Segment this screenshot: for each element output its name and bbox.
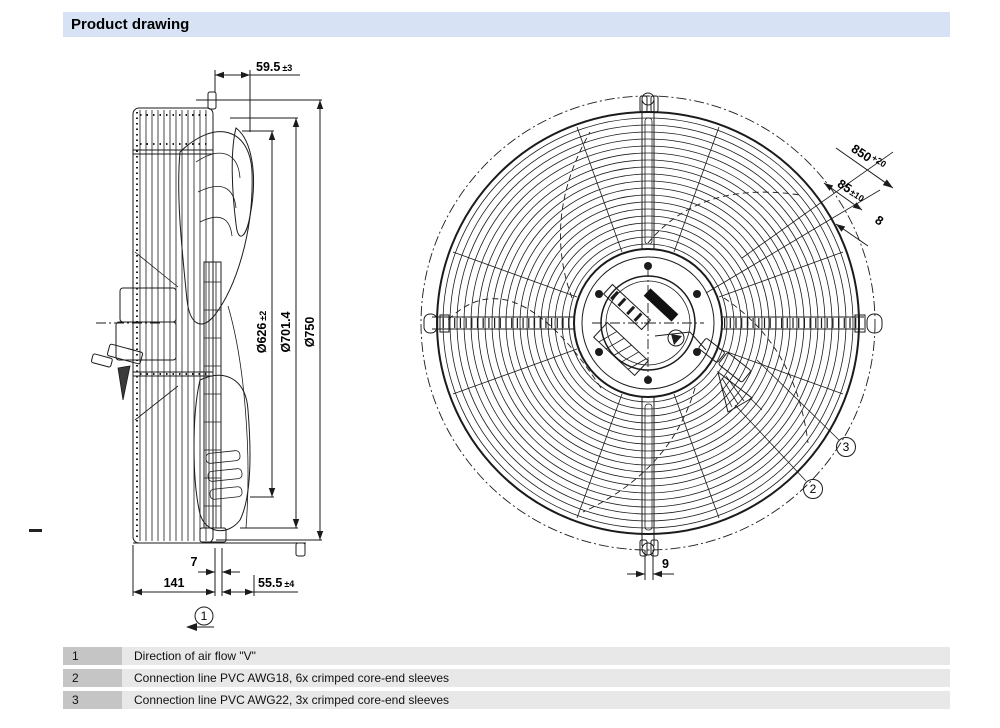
dim-blade-diameter: Ø626±2 xyxy=(242,130,276,498)
front-view: 850+20 85±10 8 9 3 2 xyxy=(420,92,894,580)
hatched-band xyxy=(592,321,650,377)
legend-text-cell: Connection line PVC AWG18, 6x crimped co… xyxy=(122,669,950,687)
motor-label xyxy=(602,283,652,331)
dim-outer-cluster: 850+20 85±10 8 xyxy=(705,141,894,294)
legend-text-cell: Connection line PVC AWG22, 3x crimped co… xyxy=(122,691,950,709)
svg-text:141: 141 xyxy=(164,576,185,590)
section-header: Product drawing xyxy=(63,12,950,37)
legend-num-cell: 3 xyxy=(63,691,122,709)
svg-text:8: 8 xyxy=(872,213,885,229)
dim-overall-diameter: Ø750 xyxy=(216,100,324,541)
dim-arm-width: 9 xyxy=(627,550,674,580)
svg-text:850+20: 850+20 xyxy=(849,141,888,174)
side-view: 59.5±3 Ø626±2 Ø701.4 Ø750 7 xyxy=(90,60,324,631)
dim-ring-diameter: Ø701.4 xyxy=(230,117,300,529)
callout-2: 2 xyxy=(734,404,823,499)
svg-text:7: 7 xyxy=(191,555,198,569)
svg-text:55.5±4: 55.5±4 xyxy=(258,576,294,590)
dim-guard-depth: 55.5±4 xyxy=(222,575,298,596)
page-title: Product drawing xyxy=(71,16,190,33)
legend-row: 3 Connection line PVC AWG22, 3x crimped … xyxy=(63,691,950,709)
svg-text:2: 2 xyxy=(810,482,817,496)
svg-text:3: 3 xyxy=(843,440,850,454)
svg-text:85±10: 85±10 xyxy=(835,177,868,205)
dim-depth: 59.5±3 xyxy=(196,60,322,132)
legend-table: 1 Direction of air flow "V" 2 Connection… xyxy=(63,647,950,713)
legend-row: 1 Direction of air flow "V" xyxy=(63,647,950,665)
callout-airflow: 1 xyxy=(186,606,214,631)
rotation-direction-icon xyxy=(667,329,685,347)
svg-text:Ø701.4: Ø701.4 xyxy=(279,311,293,352)
svg-text:59.5±3: 59.5±3 xyxy=(256,60,292,74)
legend-row: 2 Connection line PVC AWG18, 6x crimped … xyxy=(63,669,950,687)
grille-spokes xyxy=(452,126,844,519)
margin-tick xyxy=(29,529,42,532)
blade-outlines xyxy=(447,131,809,513)
legend-num-cell: 2 xyxy=(63,669,122,687)
svg-text:Ø750: Ø750 xyxy=(303,317,317,348)
svg-text:9: 9 xyxy=(662,557,669,571)
legend-text-cell: Direction of air flow "V" xyxy=(122,647,950,665)
cable-cone xyxy=(717,370,753,413)
dim-hub-offset: 7 xyxy=(191,548,240,596)
svg-text:1: 1 xyxy=(201,609,208,623)
dim-motor-depth: 141 xyxy=(132,545,215,596)
svg-text:Ø626±2: Ø626±2 xyxy=(255,311,269,354)
brand-label xyxy=(643,288,679,322)
callout-3: 3 xyxy=(756,359,856,457)
motor-hub xyxy=(573,248,763,413)
legend-num-cell: 1 xyxy=(63,647,122,665)
